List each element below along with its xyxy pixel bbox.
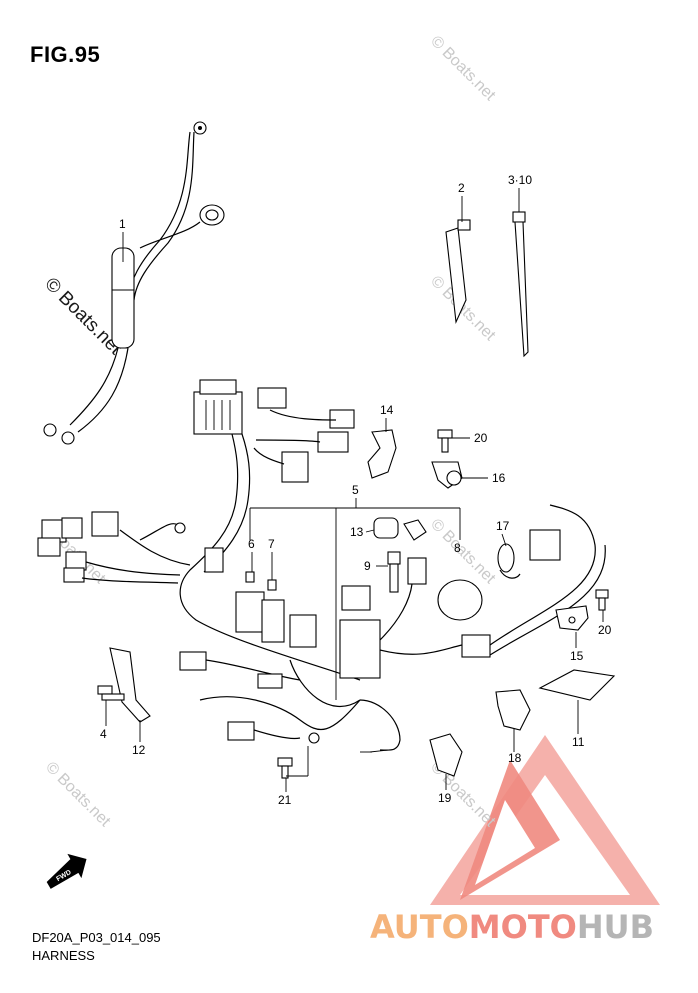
clamp-19 (429, 733, 463, 777)
svg-text:AUTOMOTOHUB: AUTOMOTOHUB (370, 908, 654, 946)
callout-8: 8 (454, 541, 461, 555)
seal-13 (373, 517, 427, 541)
bolt-21 (277, 757, 293, 779)
bolt-4 (97, 685, 125, 701)
callout-18: 18 (508, 751, 522, 765)
figure-code: DF20A_P03_014_095 (32, 930, 161, 945)
cable-tie-clip (445, 219, 471, 325)
figure-name: HARNESS (32, 948, 95, 963)
callout-1: 1 (119, 217, 126, 231)
cable-tie (512, 211, 529, 358)
callout-6: 6 (248, 537, 255, 551)
main-harness (37, 379, 606, 753)
bolt-20-right (595, 589, 609, 611)
watermark-mid: © Boats.net (427, 516, 499, 588)
callout-15: 15 (570, 649, 584, 663)
battery-cable (43, 121, 225, 445)
callout-19: 19 (438, 791, 452, 805)
callout-16: 16 (492, 471, 506, 485)
callout-2: 2 (458, 181, 465, 195)
clip-17 (497, 543, 521, 579)
callout-20-right: 20 (598, 623, 612, 637)
callout-21: 21 (278, 793, 292, 807)
callout-7: 7 (268, 537, 275, 551)
brand-hub: HUB (577, 908, 654, 946)
bracket-14 (367, 429, 397, 479)
bolt-20-top (437, 429, 453, 453)
callout-12: 12 (132, 743, 146, 757)
sheet-11 (538, 669, 616, 701)
bracket-15 (555, 605, 589, 631)
callout-5: 5 (352, 483, 359, 497)
brand-moto: MOTO (469, 908, 577, 946)
brand-auto: AUTO (370, 908, 469, 946)
pin-9 (387, 551, 401, 593)
leader-lines (105, 188, 604, 792)
bracket-12 (109, 647, 151, 723)
watermark-bottom-left: © Boats.net (42, 759, 114, 831)
fwd-arrow-icon: FWD (46, 853, 87, 889)
callout-9: 9 (364, 559, 371, 573)
clamp-16 (431, 461, 463, 489)
automotohub-logo (430, 735, 660, 905)
brand-wordmark: AUTOMOTOHUB (370, 908, 654, 946)
callout-17: 17 (496, 519, 510, 533)
callout-13: 13 (350, 525, 364, 539)
clamp-18 (495, 689, 531, 731)
watermark-top-right: © Boats.net (427, 33, 499, 105)
figure-title: FIG.95 (30, 42, 101, 67)
callout-14: 14 (380, 403, 394, 417)
callout-20-top: 20 (474, 431, 488, 445)
callout-11: 11 (572, 735, 585, 749)
callout-4: 4 (100, 727, 107, 741)
callout-3-10: 3·10 (508, 173, 532, 187)
